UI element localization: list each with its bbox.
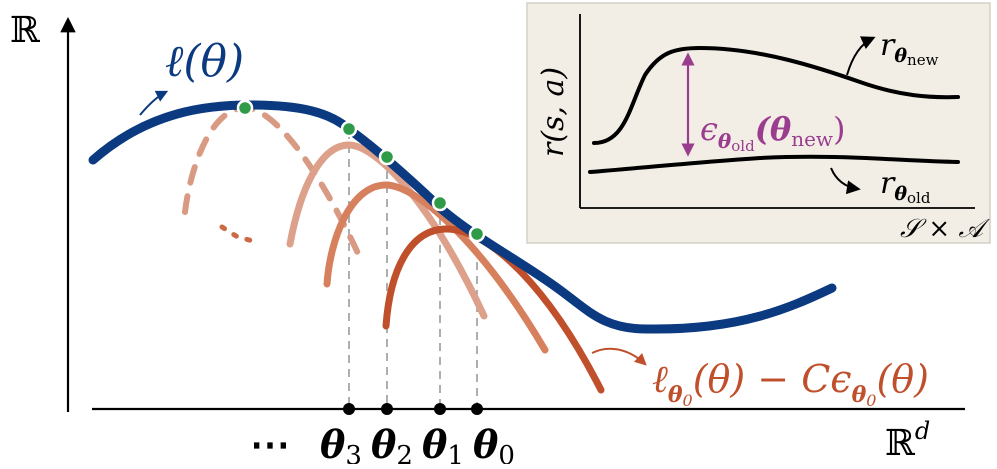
inset-x-label: 𝒮 × 𝒜	[900, 214, 990, 244]
point-peak	[236, 99, 254, 117]
point-theta0	[468, 225, 486, 243]
theta-axis-points	[343, 403, 483, 415]
objective-label-arrow	[139, 90, 169, 116]
theta1-dot	[434, 403, 446, 415]
r-new-curve	[592, 45, 960, 145]
point-theta1	[431, 194, 449, 212]
inset-background	[526, 2, 991, 244]
point-theta2	[378, 148, 396, 166]
r-new-label: rθnew	[880, 28, 939, 69]
surrogate-curve-theta3	[286, 141, 488, 320]
theta2-label: θ2	[371, 422, 413, 464]
gap-label: ϵθold(θnew)	[700, 110, 846, 155]
inset-panel: r(s, a) 𝒮 × 𝒜 ϵθold(θnew) rθnew rθold	[526, 2, 991, 244]
point-theta3	[340, 120, 358, 138]
theta0-label: θ0	[473, 422, 515, 464]
y-axis-label: ℝ	[10, 10, 41, 51]
theta3-label: θ3	[320, 422, 362, 464]
r-old-curve	[588, 154, 960, 174]
r-new-label-arrow	[846, 36, 876, 76]
objective-points	[236, 99, 486, 243]
theta1-label: θ1	[422, 422, 464, 464]
inset-y-label: r(s, a)	[536, 67, 571, 157]
theta2-dot	[381, 403, 393, 415]
theta3-dot	[343, 403, 355, 415]
r-old-label-arrow	[830, 167, 861, 195]
objective-label: ℓ(θ)	[165, 36, 244, 87]
x-axis-label: ℝd	[885, 417, 930, 464]
surrogate-curve-theta1	[382, 225, 605, 394]
theta-ellipsis: ⋯	[250, 421, 290, 464]
surrogate-label-arrow	[591, 347, 647, 366]
surrogate-curve-dotted	[219, 224, 263, 245]
r-old-label: rθold	[880, 166, 931, 207]
surrogate-label: ℓθ0(θ) − Cϵθ0(θ)	[652, 357, 929, 410]
theta0-dot	[471, 403, 483, 415]
surrogate-curve-theta2	[323, 181, 549, 354]
